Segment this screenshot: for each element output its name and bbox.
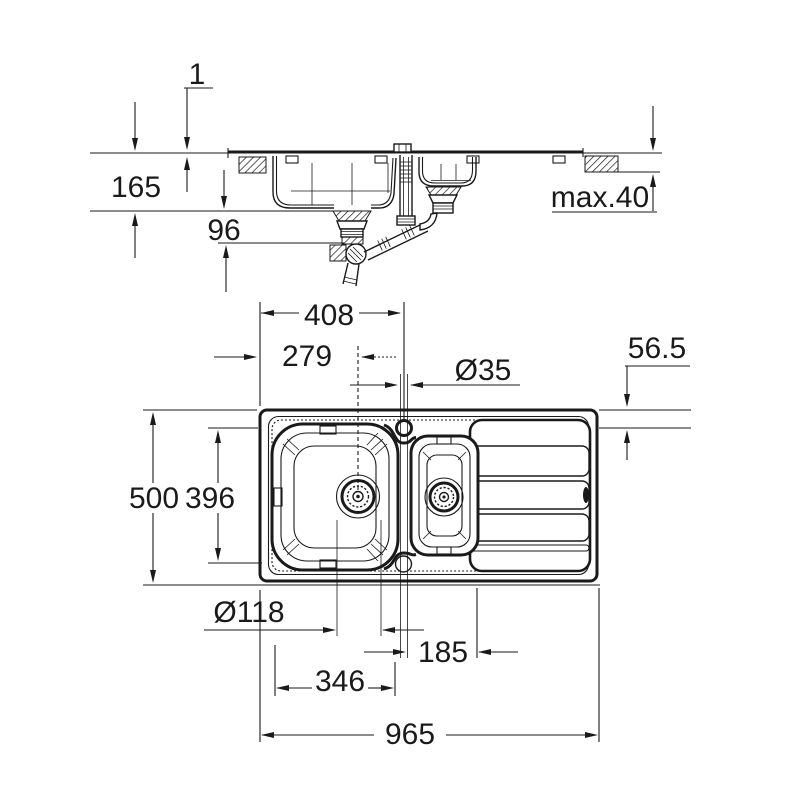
dimension-lines (90, 87, 691, 742)
small-drain (424, 477, 464, 517)
tap-hole-boss (393, 143, 412, 153)
small-bowl-section (418, 157, 477, 187)
main-bowl (270, 422, 400, 572)
dim-small-bowl-width-label: 185 (418, 636, 468, 669)
drain-trap (329, 243, 367, 287)
mounting-clip-hatch (238, 156, 267, 174)
side-view-drawing (90, 143, 662, 287)
overflow-standpipe (396, 155, 416, 226)
dim-tap-offset-label: 408 (304, 299, 354, 332)
rim-fastening-marks (285, 155, 566, 164)
dim-worktop-thickness-label: max.40 (551, 181, 649, 214)
drainboard (467, 418, 592, 573)
dim-bowl-area-depth-label: 396 (185, 482, 235, 515)
worktop-hatch (584, 155, 619, 173)
dimension-labels: 1 165 96 max.40 408 279 Ø35 56.5 500 396… (111, 58, 686, 751)
tap-hole (395, 419, 413, 437)
dim-rim-height-label: 1 (189, 58, 206, 91)
dim-depth-overall-label: 165 (111, 171, 161, 204)
dim-overall-width-label: 500 (129, 482, 179, 515)
waste-pipe-diagonal (363, 222, 429, 261)
dim-tap-edge-distance-label: 56.5 (628, 332, 686, 365)
drainboard-hook-slot (583, 487, 589, 503)
dim-bowl-center-offset-label: 279 (282, 340, 332, 373)
small-bowl (409, 434, 480, 557)
dim-trap-clearance-label: 96 (207, 214, 240, 247)
dim-overall-length-label: 965 (385, 718, 435, 751)
dim-drain-diameter-label: Ø118 (213, 596, 284, 629)
small-drain-assembly (419, 186, 462, 231)
bowl-waist-curves (383, 423, 417, 571)
overflow-hole (394, 555, 413, 573)
main-drain-assembly (332, 210, 372, 245)
dim-tap-hole-diameter-label: Ø35 (455, 354, 512, 387)
plan-view-drawing (258, 408, 599, 583)
main-bowl-section (272, 156, 397, 209)
dim-main-bowl-width-label: 346 (315, 665, 365, 698)
